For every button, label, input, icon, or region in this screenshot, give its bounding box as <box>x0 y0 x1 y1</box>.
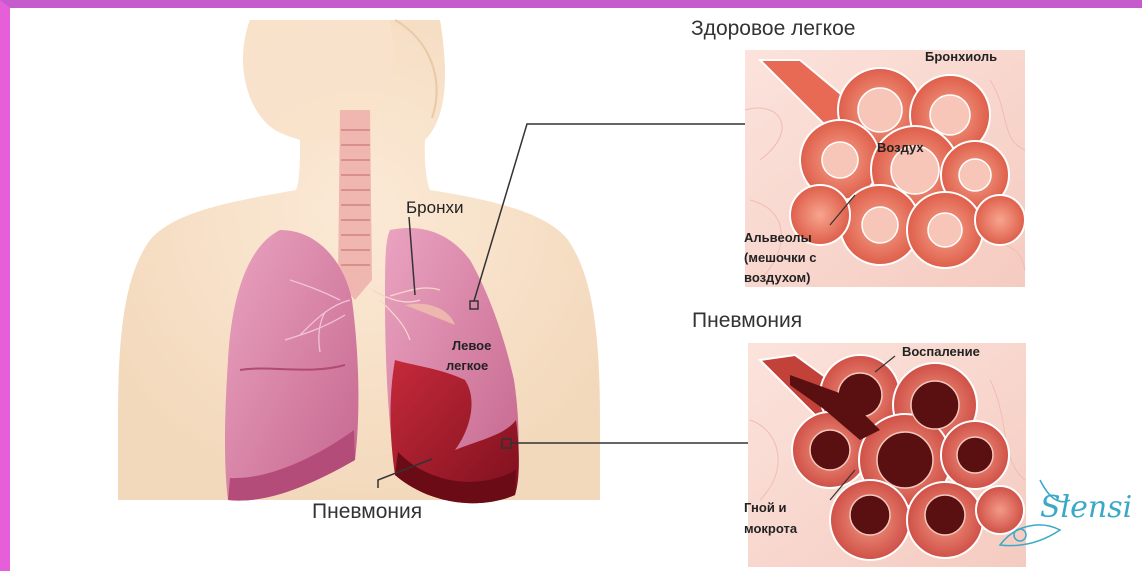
pus-label-line1: Гной и <box>744 500 786 515</box>
alveoli-label-line1: Альвеолы <box>744 230 812 245</box>
pneumonia-panel-title: Пневмония <box>692 309 802 333</box>
watermark-signature: Slensi <box>1040 490 1132 525</box>
left-lung-label-line1: Левое <box>452 338 491 353</box>
trachea <box>338 110 372 300</box>
healthy-lung-title: Здоровое легкое <box>691 17 855 41</box>
pneumonia-caption: Пневмония <box>312 500 422 524</box>
air-label: Воздух <box>877 140 924 155</box>
inflammation-label: Воспаление <box>902 344 980 359</box>
left-lung-label-line2: легкое <box>446 358 488 373</box>
alveoli-label-line3: воздухом) <box>744 270 810 285</box>
bronchi-label: Бронхи <box>406 198 463 218</box>
pus-label-line2: мокрота <box>744 521 797 536</box>
bronchiole-label: Бронхиоль <box>925 49 997 64</box>
alveoli-label-line2: (мешочки с <box>744 250 817 265</box>
